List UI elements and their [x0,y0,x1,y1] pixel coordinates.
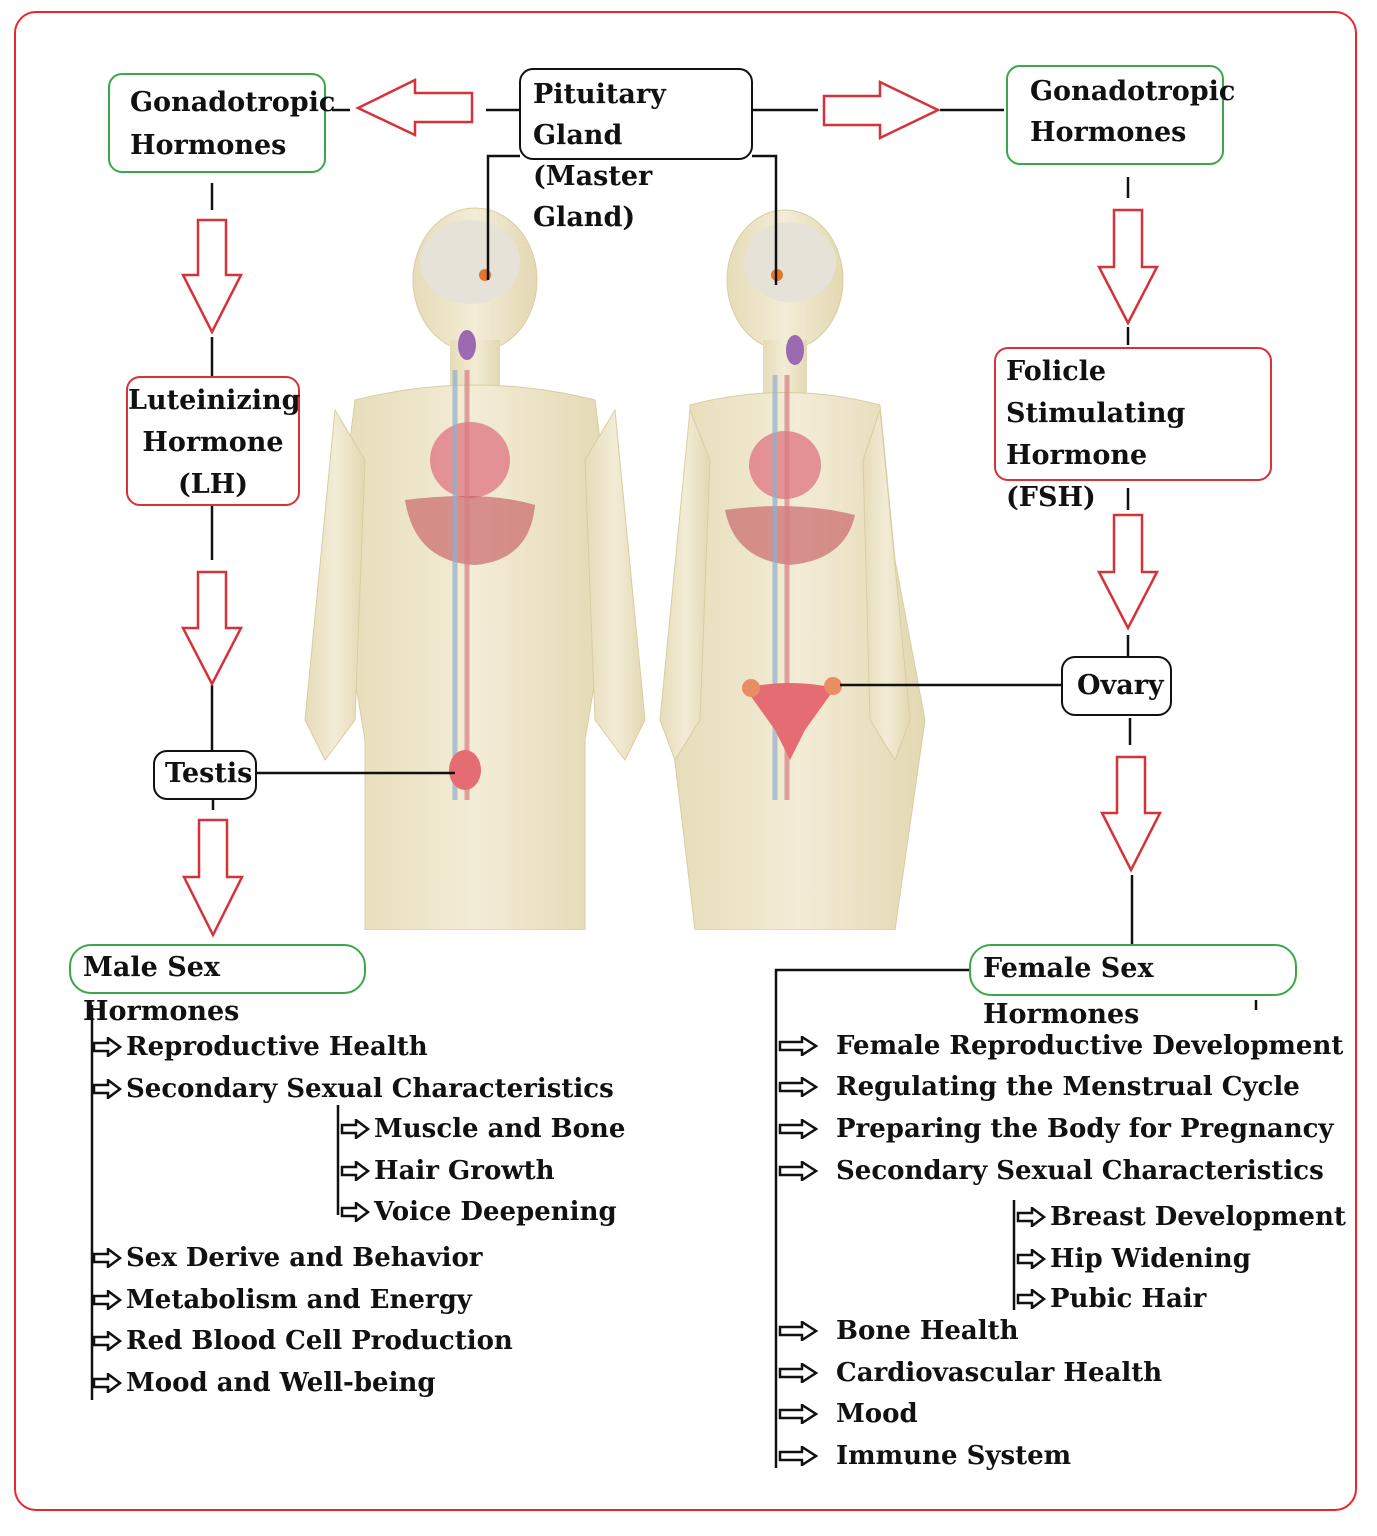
female-effect-item: Immune System [778,1441,1071,1471]
female-sub-effect-item: Breast Development [1016,1202,1346,1232]
lh-line-1: Luteinizing [128,385,301,416]
hollow-arrow-icon [778,1321,818,1341]
follicle-stimulating-hormone-node: Folicle Stimulating Hormone (FSH) [994,347,1272,513]
male-sex-hormones-node: Male Sex Hormones [69,944,366,1027]
lh-line-2: Hormone [142,427,284,458]
female-effect-label: Female Reproductive Development [836,1031,1344,1061]
female-effect-item: Preparing the Body for Pregnancy [778,1114,1334,1144]
male-effect-item: Red Blood Cell Production [92,1326,513,1356]
gonadotropic-hormones-left-node: Gonadotropic Hormones [108,73,336,173]
arrow-down-icon [181,818,245,938]
female-thyroid [786,335,804,365]
hollow-arrows [180,77,1163,938]
pituitary-line-1: Pituitary Gland [533,79,666,151]
male-effect-item: Metabolism and Energy [92,1285,472,1315]
female-sex-hormones-node: Female Sex Hormones [969,944,1297,1030]
arrow-left-icon [355,77,474,137]
male-sub-effect-item: Hair Growth [340,1156,555,1186]
female-effect-item: Mood [778,1399,918,1429]
hollow-arrow-icon [1016,1207,1046,1227]
hollow-arrow-icon [340,1202,370,1222]
male-sub-effect-item: Voice Deepening [340,1197,617,1227]
female-effect-label: Secondary Sexual Characteristics [836,1156,1324,1186]
hollow-arrow-icon [92,1290,122,1310]
pituitary-line-2: (Master Gland) [533,161,653,233]
female-effect-label: Immune System [836,1441,1072,1471]
pituitary-gland-node: Pituitary Gland (Master Gland) [519,68,753,233]
female-effect-item: Female Reproductive Development [778,1031,1343,1061]
fsh-line-2: Hormone [1006,440,1148,471]
arrow-down-icon [180,218,244,335]
male-effect-label: Secondary Sexual Characteristics [126,1074,614,1104]
male-effect-item: Sex Derive and Behavior [92,1243,483,1273]
fsh-line-3: (FSH) [1006,482,1096,513]
lh-line-3: (LH) [177,469,249,500]
hollow-arrow-icon [1016,1249,1046,1269]
male-figure [304,207,646,930]
arrow-down-icon [1096,513,1160,631]
luteinizing-hormone-node: Luteinizing Hormone (LH) [126,376,301,506]
female-effect-label: Preparing the Body for Pregnancy [836,1114,1334,1144]
hollow-arrow-icon [778,1363,818,1383]
gonadotropic-right-line-2: Hormones [1030,117,1187,148]
hollow-arrow-icon [92,1037,122,1057]
hollow-arrow-icon [778,1119,818,1139]
hollow-arrow-icon [92,1079,122,1099]
male-sub-effect-label: Hair Growth [374,1156,555,1186]
ovary-node: Ovary [1061,656,1172,716]
male-effect-item: Mood and Well-being [92,1368,436,1398]
male-effect-label: Red Blood Cell Production [126,1326,513,1356]
male-effect-item: Reproductive Health [92,1032,428,1062]
male-effect-label: Metabolism and Energy [126,1285,472,1315]
gonadotropic-hormones-right-node: Gonadotropic Hormones [1006,65,1236,165]
hollow-arrow-icon [92,1331,122,1351]
female-figure [659,209,926,930]
female-sub-effect-item: Pubic Hair [1016,1284,1206,1314]
hollow-arrow-icon [778,1077,818,1097]
gonadotropic-left-line-2: Hormones [130,130,287,161]
hollow-arrow-icon [778,1446,818,1466]
male-sub-effect-label: Muscle and Bone [374,1114,626,1144]
male-testis [449,750,481,790]
female-effect-item: Cardiovascular Health [778,1358,1162,1388]
arrow-right-icon [822,80,941,140]
female-effect-item: Secondary Sexual Characteristics [778,1156,1324,1186]
fsh-line-1: Folicle Stimulating [1006,356,1186,429]
hollow-arrow-icon [92,1373,122,1393]
hollow-arrow-icon [1016,1289,1046,1309]
hollow-arrow-icon [340,1119,370,1139]
hollow-arrow-icon [778,1404,818,1424]
male-sub-effect-item: Muscle and Bone [340,1114,625,1144]
hollow-arrow-icon [340,1161,370,1181]
male-effect-label: Reproductive Health [126,1032,428,1062]
testis-node: Testis [153,750,257,800]
male-effect-label: Mood and Well-being [126,1368,436,1398]
female-uterus-ovaries [745,683,835,760]
arrow-down-icon [1099,755,1163,873]
body-illustrations [304,207,926,930]
male-effect-label: Sex Derive and Behavior [126,1243,483,1273]
arrow-down-icon [1096,208,1160,326]
female-sub-effect-label: Hip Widening [1050,1244,1251,1274]
female-sub-effect-item: Hip Widening [1016,1244,1251,1274]
hollow-arrow-icon [778,1161,818,1181]
female-effect-label: Cardiovascular Health [836,1358,1163,1388]
male-effect-item: Secondary Sexual Characteristics [92,1074,614,1104]
hollow-arrow-icon [92,1248,122,1268]
hollow-arrow-icon [778,1036,818,1056]
female-effect-item: Regulating the Menstrual Cycle [778,1072,1300,1102]
female-sub-effect-label: Breast Development [1050,1202,1346,1232]
diagram-frame [14,11,1357,1511]
female-effect-label: Bone Health [836,1316,1019,1346]
arrow-down-icon [180,570,244,687]
gonadotropic-left-line-1: Gonadotropic [130,87,336,118]
female-effect-label: Mood [836,1399,918,1429]
male-thyroid [458,330,476,360]
female-effect-item: Bone Health [778,1316,1019,1346]
female-effect-label: Regulating the Menstrual Cycle [836,1072,1300,1102]
male-sub-effect-label: Voice Deepening [374,1197,617,1227]
female-sub-effect-label: Pubic Hair [1050,1284,1207,1314]
gonadotropic-right-line-1: Gonadotropic [1030,76,1236,107]
